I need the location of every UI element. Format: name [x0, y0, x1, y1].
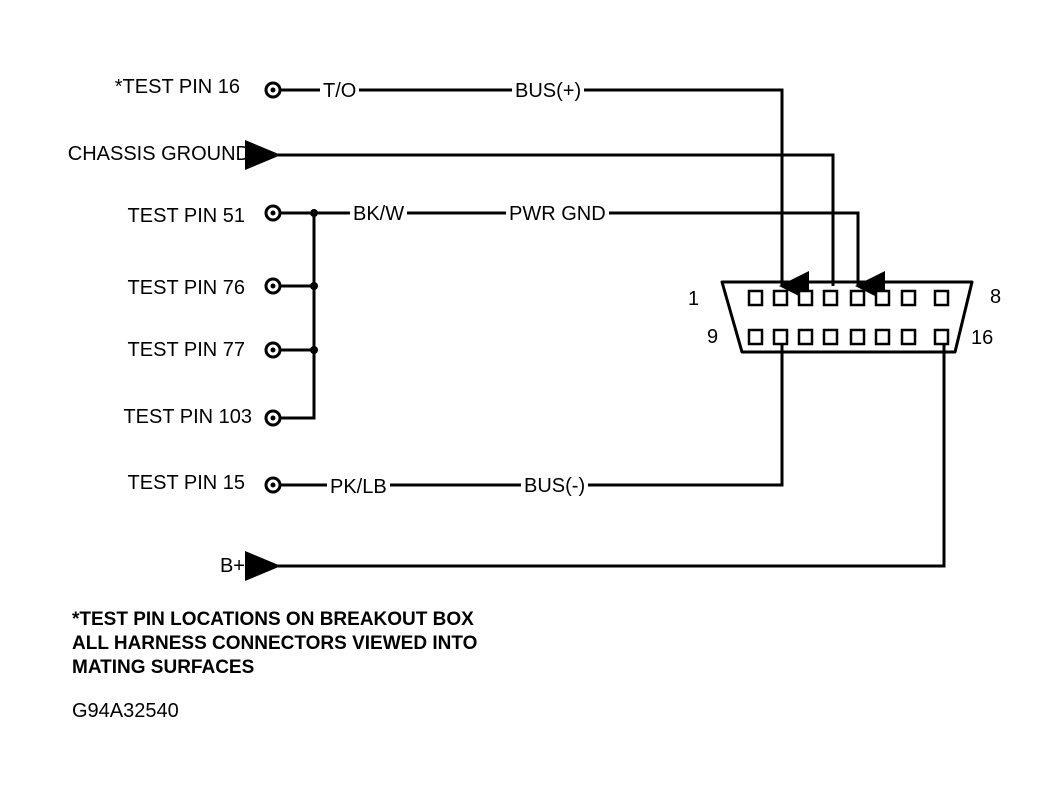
- figure-code: G94A32540: [72, 700, 179, 722]
- label-b-plus: B+: [219, 555, 245, 577]
- wire-label-bus-minus: BUS(-): [521, 475, 589, 497]
- connector-pin-8-label: 8: [990, 286, 1002, 308]
- ground-bus: [280, 213, 316, 420]
- connector-pin-grid: [747, 289, 950, 346]
- obd-connector-body: [720, 280, 974, 354]
- connector-pin-16-label: 16: [971, 327, 994, 349]
- label-test-pin-51: TEST PIN 51: [127, 205, 245, 227]
- wire-bus-minus: [280, 340, 784, 487]
- wire-b-plus: [245, 340, 946, 581]
- wire-chassis-ground: [245, 140, 835, 286]
- connector-pin-1-label: 1: [688, 288, 700, 310]
- wire-label-bus-plus: BUS(+): [512, 80, 585, 102]
- label-chassis-ground: CHASSIS GROUND: [67, 143, 250, 165]
- footnote: *TEST PIN LOCATIONS ON BREAKOUT BOX ALL …: [72, 608, 477, 680]
- label-test-pin-103: TEST PIN 103: [123, 406, 252, 428]
- label-test-pin-76: TEST PIN 76: [127, 277, 245, 299]
- wire-bus-plus: [280, 88, 809, 301]
- label-test-pin-77: TEST PIN 77: [127, 339, 245, 361]
- wire-label-to: T/O: [320, 80, 360, 102]
- wire-pwr-gnd: [280, 211, 885, 301]
- footnote-line-2: ALL HARNESS CONNECTORS VIEWED INTO: [72, 633, 478, 654]
- wire-label-pwr-gnd: PWR GND: [506, 203, 609, 225]
- label-test-pin-15: TEST PIN 15: [127, 472, 245, 494]
- connector-pin-9-label: 9: [707, 326, 719, 348]
- footnote-line-3: MATING SURFACES: [72, 657, 255, 678]
- footnote-line-1: *TEST PIN LOCATIONS ON BREAKOUT BOX: [72, 609, 474, 630]
- label-test-pin-16: *TEST PIN 16: [114, 76, 240, 98]
- wire-label-bkw: BK/W: [350, 203, 408, 225]
- wire-label-pklb: PK/LB: [327, 476, 390, 498]
